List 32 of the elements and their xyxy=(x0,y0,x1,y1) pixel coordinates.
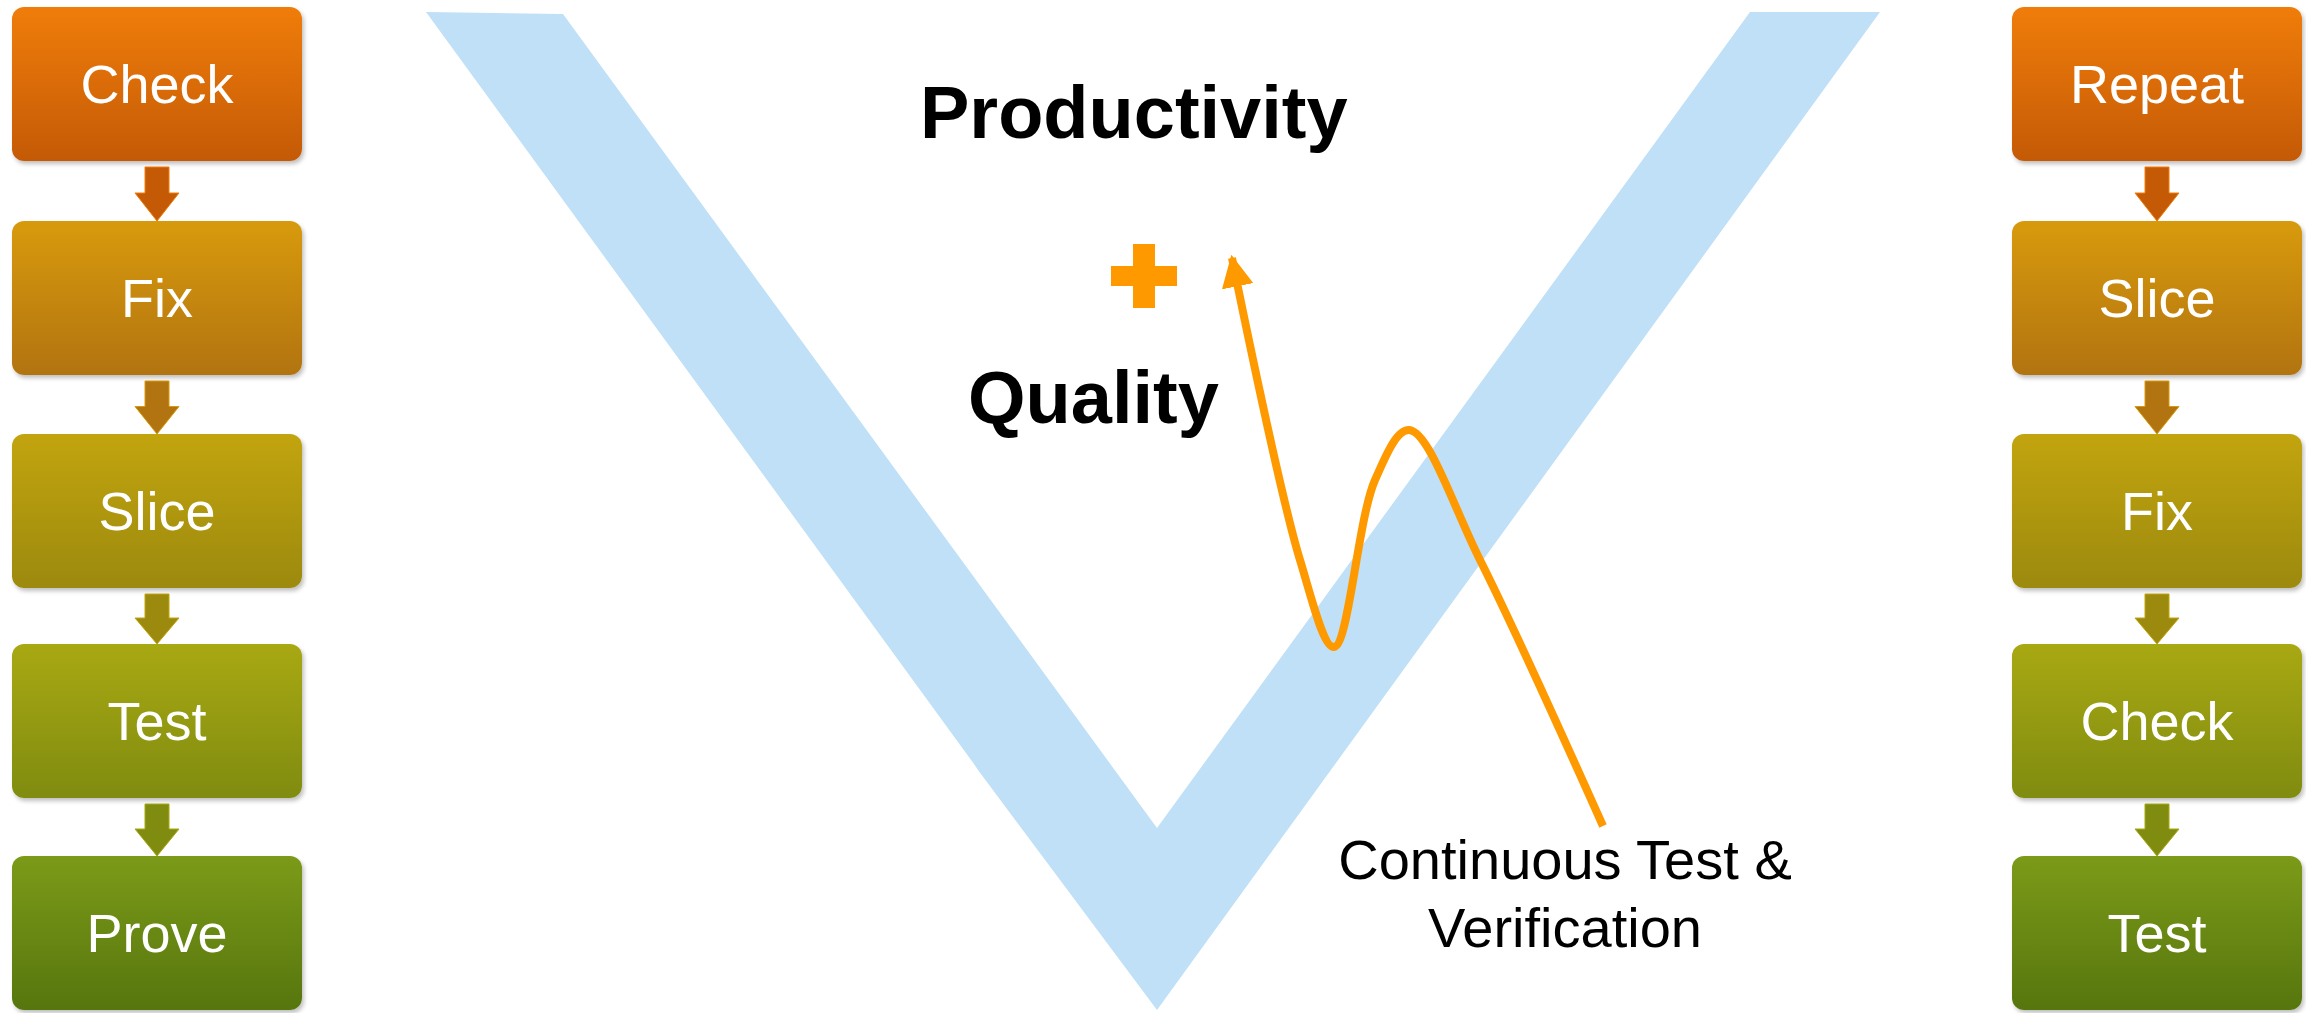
arrow xyxy=(2134,380,2180,435)
step-label: Repeat xyxy=(2069,53,2245,115)
heading-text: Quality xyxy=(968,355,1219,440)
arrow xyxy=(134,803,180,857)
step-box xyxy=(2012,7,2302,161)
arrow xyxy=(2134,593,2180,645)
step-label: Test xyxy=(107,690,207,752)
step-box xyxy=(12,221,302,375)
curved-arrow xyxy=(1222,254,1607,828)
arrow xyxy=(134,593,180,645)
annotation-text: Continuous Test & Verification xyxy=(1338,828,1792,959)
step-box xyxy=(2012,856,2302,1010)
step-label: Slice xyxy=(2098,267,2216,329)
step-box xyxy=(12,7,302,161)
step-box xyxy=(12,434,302,588)
step-label: Fix xyxy=(121,267,193,329)
heading-text: Productivity xyxy=(920,70,1348,155)
arrow xyxy=(2134,166,2180,222)
arrow xyxy=(134,166,180,222)
step-box xyxy=(12,856,302,1010)
step-label: Test xyxy=(2107,902,2207,964)
step-label: Slice xyxy=(98,480,216,542)
step-label: Check xyxy=(2080,690,2234,752)
step-box xyxy=(12,644,302,798)
arrow xyxy=(2134,803,2180,857)
step-box xyxy=(2012,221,2302,375)
step-label: Check xyxy=(80,53,234,115)
step-box xyxy=(2012,644,2302,798)
arrow xyxy=(134,380,180,435)
step-label: Prove xyxy=(86,902,228,964)
step-box xyxy=(2012,434,2302,588)
step-label: Fix xyxy=(2121,480,2193,542)
